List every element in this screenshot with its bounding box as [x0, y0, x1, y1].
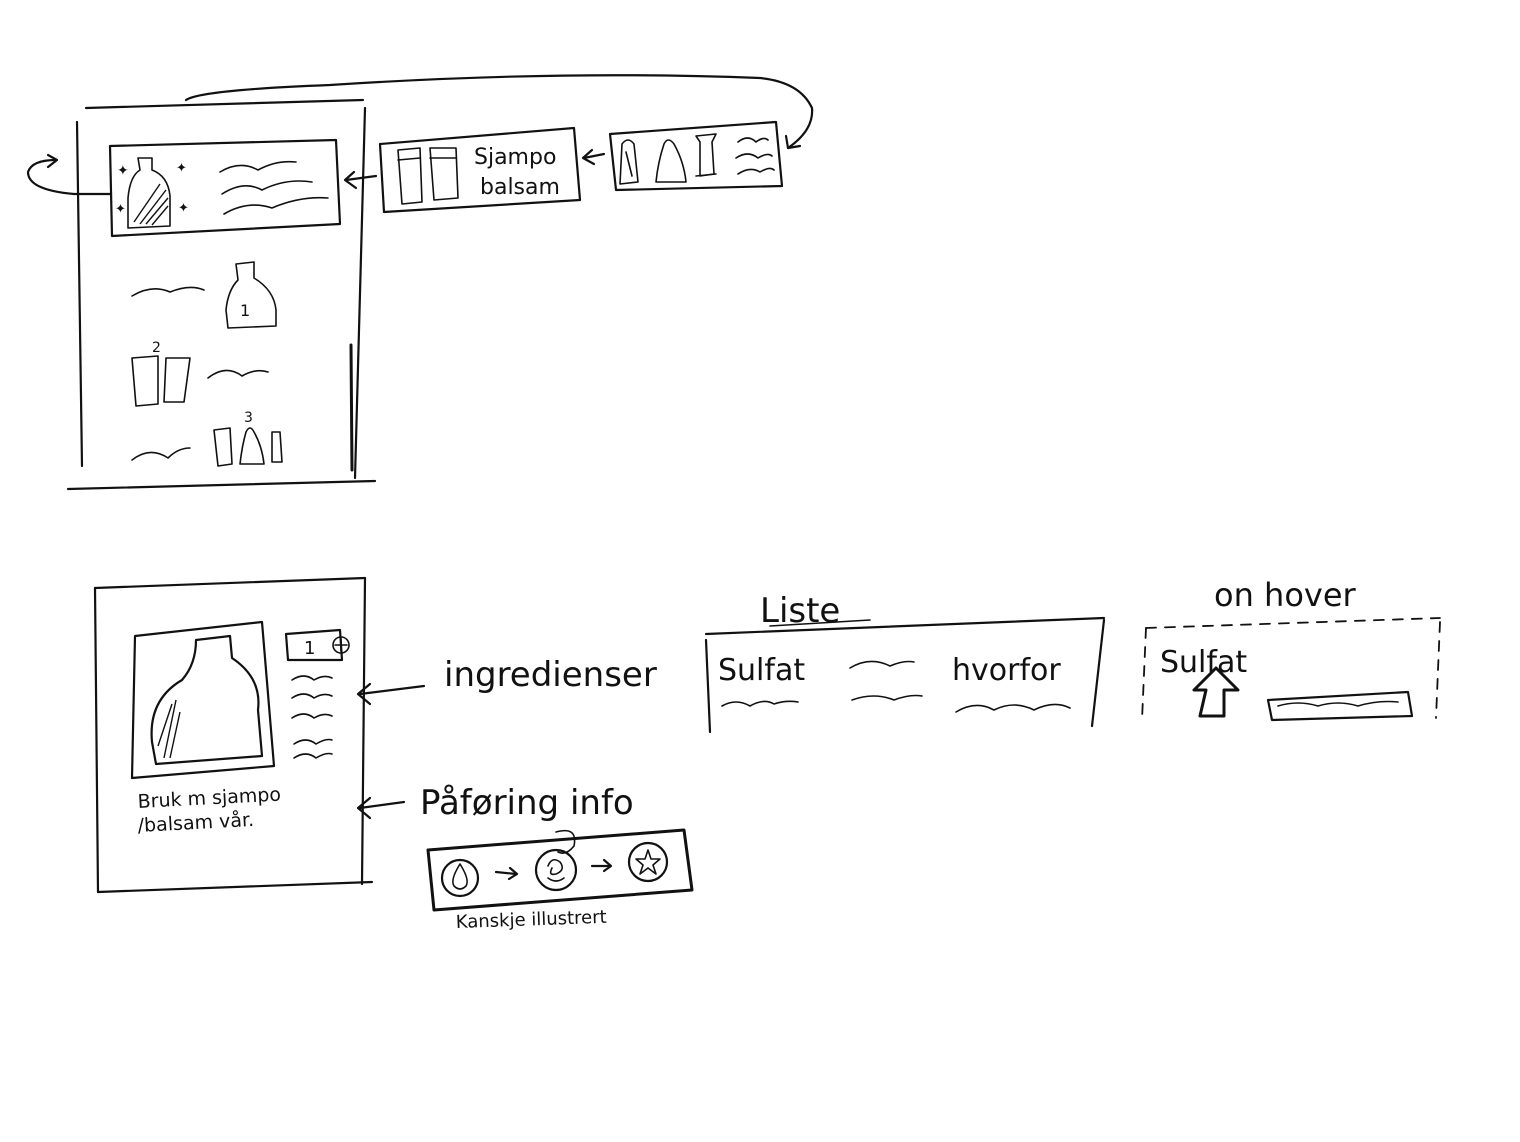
- ingredient-lines: [291, 675, 333, 759]
- counter-value: 1: [304, 638, 315, 659]
- product-number-3: 3: [244, 410, 253, 426]
- product-image-frame: [130, 620, 276, 780]
- application-info-annotation: Påføring info: [356, 783, 634, 823]
- drop-icon: [440, 858, 480, 898]
- product-number-2: 2: [152, 340, 161, 356]
- flow-arrow-left: [26, 153, 112, 196]
- cursor-arrow-icon: [1192, 666, 1240, 718]
- bottle-icon: [150, 634, 264, 766]
- bottle-icon: [127, 157, 171, 229]
- content-row-3: 3: [131, 410, 283, 467]
- application-info-label: Påføring info: [420, 783, 634, 823]
- application-steps-box: [426, 828, 694, 912]
- list-col-ingredient: Sulfat: [718, 653, 805, 688]
- content-row-2: 2: [131, 340, 269, 407]
- list-section: Liste Sulfat hvorfor: [704, 591, 1106, 734]
- quantity-counter: 1: [284, 628, 350, 662]
- tooltip-box: [1266, 690, 1414, 722]
- sparkle-icon: ✦: [178, 201, 189, 216]
- star-icon: [627, 841, 669, 883]
- hover-title: on hover: [1214, 576, 1357, 614]
- hover-section: on hover Sulfat: [1141, 576, 1441, 722]
- ingredients-label: ingredienser: [444, 655, 657, 695]
- arrow-to-hero: [343, 170, 378, 190]
- shampoo-balsam-box: Sjampo balsam: [378, 126, 582, 214]
- content-row-1: 1: [131, 261, 277, 329]
- swirl-icon: [534, 848, 578, 892]
- list-col-why: hvorfor: [952, 653, 1061, 688]
- main-page-frame: [66, 98, 377, 491]
- sparkle-icon: ✦: [117, 163, 129, 179]
- usage-text-line2: /balsam vår.: [137, 808, 255, 837]
- ingredients-annotation: ingredienser: [356, 655, 657, 706]
- usage-text-line1: Bruk m sjampo: [137, 784, 281, 813]
- products-row-box: [608, 120, 784, 192]
- product-detail-card: [93, 576, 374, 894]
- list-title: Liste: [760, 591, 840, 631]
- sparkle-icon: ✦: [176, 161, 187, 176]
- maybe-illustrated-label: Kanskje illustrert: [455, 907, 607, 933]
- balsam-label: balsam: [480, 175, 560, 200]
- flow-arrow-top: [184, 74, 814, 150]
- hover-item: Sulfat: [1160, 645, 1247, 680]
- shampoo-label: Sjampo: [474, 145, 556, 170]
- hero-banner: ✦ ✦ ✦ ✦: [108, 138, 342, 238]
- product-number-1: 1: [240, 301, 250, 320]
- sparkle-icon: ✦: [115, 202, 126, 217]
- arrow-to-shampoo-box: [581, 148, 606, 166]
